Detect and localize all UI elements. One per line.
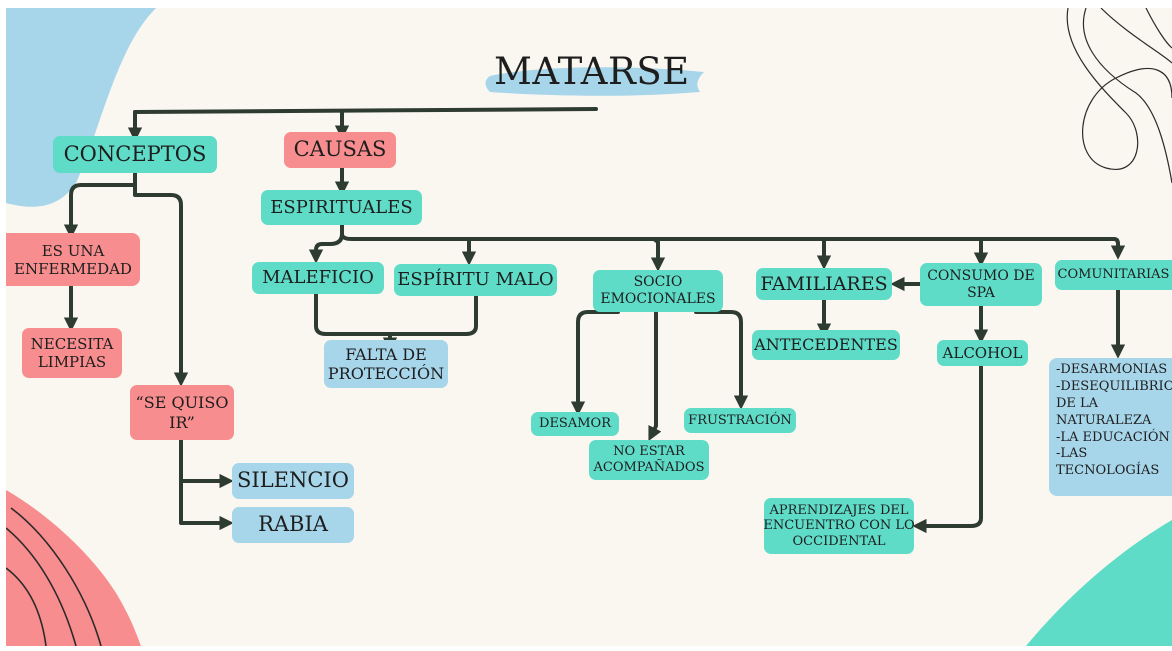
node-maleficio: MALEFICIO bbox=[252, 262, 384, 294]
connector-conceptos-enfermedad bbox=[63, 171, 137, 239]
comunitarias-list-line-3: DE LA bbox=[1056, 395, 1099, 411]
node-se-quiso-ir-line-1: “SE QUISO bbox=[135, 393, 229, 413]
node-necesita-limpias: NECESITA LIMPIAS bbox=[22, 328, 122, 378]
connector-espirituales-bus bbox=[340, 223, 1126, 260]
connector-title-branch bbox=[133, 107, 598, 114]
node-aprendizajes: APRENDIZAJES DEL ENCUENTRO CON LO OCCIDE… bbox=[763, 498, 915, 554]
connector-lines bbox=[63, 107, 1126, 534]
node-no-estar-acompanados-line-1: NO ESTAR bbox=[613, 444, 685, 460]
node-se-quiso-ir: “SE QUISO IR” bbox=[130, 385, 234, 440]
map-title: MATARSE bbox=[494, 50, 690, 93]
node-aprendizajes-line-2: ENCUENTRO CON LO bbox=[763, 518, 915, 534]
node-se-quiso-ir-line-2: IR” bbox=[169, 412, 195, 432]
connector-socio-frustracion bbox=[694, 310, 749, 410]
node-causas: CAUSAS bbox=[284, 132, 396, 168]
node-socio-emocionales: SOCIO EMOCIONALES bbox=[593, 270, 723, 312]
comunitarias-list-line-7: TECNOLOGÍAS bbox=[1056, 463, 1160, 479]
pink-corner-blob bbox=[6, 490, 141, 646]
blue-corner-blob bbox=[6, 8, 156, 207]
node-antecedentes: ANTECEDENTES bbox=[752, 330, 900, 360]
node-falta-de-proteccion-line-1: FALTA DE bbox=[345, 344, 427, 364]
connector-alcohol-aprendizajes bbox=[912, 364, 983, 534]
node-espiritu-malo: ESPÍRITU MALO bbox=[394, 264, 557, 296]
comunitarias-list-line-1: -DESARMONIAS bbox=[1056, 362, 1168, 377]
connector-sequisoir-rabia bbox=[179, 479, 234, 531]
pink-corner-swirl bbox=[6, 507, 102, 646]
node-socio-emocionales-line-1: SOCIO bbox=[633, 274, 683, 291]
connector-conceptos-sequisoir bbox=[133, 171, 189, 387]
connector-maleficio-falta bbox=[314, 292, 478, 336]
scribble-decoration bbox=[1066, 8, 1172, 184]
node-desamor: DESAMOR bbox=[531, 412, 619, 436]
node-frustracion: FRUSTRACIÓN bbox=[684, 408, 796, 433]
node-socio-emocionales-line-2: EMOCIONALES bbox=[600, 291, 716, 307]
node-es-una-enfermedad: ES UNA ENFERMEDAD bbox=[6, 233, 140, 286]
node-falta-de-proteccion-line-2: PROTECCIÓN bbox=[327, 364, 445, 383]
node-es-una-enfermedad-line-2: ENFERMEDAD bbox=[14, 259, 132, 278]
node-aprendizajes-line-1: APRENDIZAJES DEL bbox=[769, 502, 909, 518]
comunitarias-list-line-5: -LA EDUCACIÓN bbox=[1056, 429, 1170, 445]
connector-to-maleficio bbox=[308, 232, 344, 264]
teal-corner-blob bbox=[1026, 520, 1172, 646]
node-consumo-de-spa-line-2: SPA bbox=[967, 284, 995, 301]
node-consumo-de-spa-line-1: CONSUMO DE bbox=[927, 267, 1035, 284]
connector-sequisoir-silencio bbox=[179, 438, 234, 489]
node-rabia: RABIA bbox=[232, 507, 354, 543]
node-conceptos: CONCEPTOS bbox=[53, 136, 217, 173]
node-aprendizajes-line-3: OCCIDENTAL bbox=[792, 533, 886, 549]
node-familiares: FAMILIARES bbox=[756, 268, 892, 300]
node-consumo-de-spa: CONSUMO DE SPA bbox=[920, 263, 1042, 306]
node-comunitarias: COMUNITARIAS bbox=[1055, 260, 1172, 290]
node-espirituales: ESPIRITUALES bbox=[261, 190, 422, 225]
title-brush bbox=[485, 67, 704, 96]
connector-socio-noestar bbox=[648, 310, 662, 442]
connector-to-socio bbox=[650, 237, 666, 272]
comunitarias-list-line-6: -LAS bbox=[1056, 446, 1088, 462]
node-necesita-limpias-line-1: NECESITA bbox=[30, 335, 114, 353]
comunitarias-list-line-4: NATURALEZA bbox=[1056, 412, 1152, 428]
node-no-estar-acompanados: NO ESTAR ACOMPAÑADOS bbox=[589, 440, 709, 480]
node-falta-de-proteccion: FALTA DE PROTECCIÓN bbox=[324, 340, 448, 388]
node-es-una-enfermedad-line-1: ES UNA bbox=[41, 241, 105, 260]
concept-map: MATARSE bbox=[6, 8, 1172, 646]
node-necesita-limpias-line-2: LIMPIAS bbox=[37, 353, 107, 371]
node-no-estar-acompanados-line-2: ACOMPAÑADOS bbox=[593, 460, 705, 475]
background-decoration bbox=[6, 8, 1172, 646]
comunitarias-list-line-2: -DESEQUILIBRIO bbox=[1056, 378, 1172, 394]
node-comunitarias-list: -DESARMONIAS -DESEQUILIBRIO DE LA NATURA… bbox=[1049, 358, 1172, 496]
node-alcohol: ALCOHOL bbox=[937, 340, 1028, 366]
connector-socio-desamor bbox=[570, 310, 620, 416]
node-silencio: SILENCIO bbox=[232, 463, 354, 499]
